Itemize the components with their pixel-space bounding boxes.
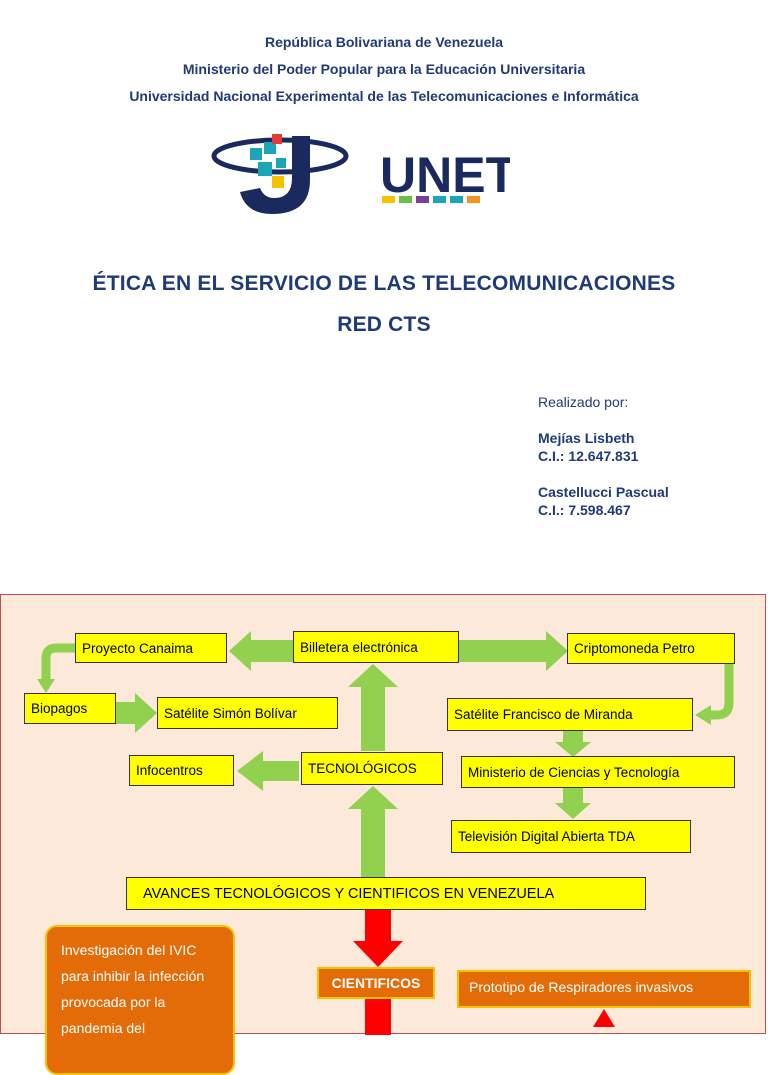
- arrow-to-miranda-head: [695, 705, 711, 725]
- uneti-logo: UNETI: [211, 134, 510, 214]
- logo-square: [258, 162, 272, 176]
- logo-letter-j: [240, 136, 310, 214]
- arrow-to-canaima: [229, 631, 293, 671]
- logo-stripe: [382, 196, 395, 203]
- concept-map-panel: Proyecto Canaima Billetera electrónica C…: [0, 594, 766, 1075]
- arrow-to-tecnologicos: [348, 786, 398, 878]
- page-subtitle: RED CTS: [337, 313, 431, 336]
- header-line-1: República Bolivariana de Venezuela: [264, 34, 504, 50]
- logo-stripe: [433, 196, 446, 203]
- arrow-to-tda: [555, 788, 591, 819]
- logo-square: [272, 176, 284, 188]
- arrow-to-biopagos-head: [37, 679, 55, 693]
- logo-stripe: [416, 196, 429, 203]
- logo-stripe: [467, 196, 480, 203]
- node-cientificos: CIENTIFICOS: [317, 967, 435, 999]
- node-infocentros: Infocentros: [129, 755, 234, 786]
- node-investigacion-ivic: Investigación del IVIC para inhibir la i…: [45, 925, 235, 1075]
- credits-label: Realizado por:: [538, 394, 629, 410]
- node-criptomoneda-petro: Criptomoneda Petro: [567, 633, 735, 664]
- header-line-2: Ministerio del Poder Popular para la Edu…: [182, 61, 586, 77]
- page-title: ÉTICA EN EL SERVICIO DE LAS TELECOMUNICA…: [92, 272, 676, 295]
- header-line-3: Universidad Nacional Experimental de las…: [129, 88, 639, 104]
- author-1-name: Mejías Lisbeth: [538, 430, 635, 446]
- author-2-ci: C.I.: 7.598.467: [538, 502, 631, 518]
- node-prototipo-respiradores: Prototipo de Respiradores invasivos: [457, 970, 751, 1008]
- arrow-to-petro: [459, 631, 568, 671]
- author-1-ci: C.I.: 12.647.831: [538, 448, 639, 464]
- node-proyecto-canaima: Proyecto Canaima: [75, 633, 227, 663]
- node-avances: AVANCES TECNOLÓGICOS Y CIENTIFICOS EN VE…: [126, 877, 646, 910]
- logo-stripe: [399, 196, 412, 203]
- node-satelite-francisco-de-miranda: Satélite Francisco de Miranda: [447, 698, 693, 731]
- node-satelite-simon-bolivar: Satélite Simón Bolívar: [157, 697, 338, 729]
- logo-square: [264, 142, 276, 154]
- node-television-digital-abierta: Televisión Digital Abierta TDA: [451, 820, 691, 853]
- arrow-to-billetera: [348, 664, 398, 751]
- logo-square: [276, 158, 286, 168]
- node-tecnologicos: TECNOLÓGICOS: [301, 752, 443, 785]
- author-2-name: Castellucci Pascual: [538, 484, 669, 500]
- arrow-to-ministerio: [555, 730, 591, 757]
- arrow-to-miranda: [709, 664, 734, 720]
- node-ministerio-ciencias-tecnologia: Ministerio de Ciencias y Tecnología: [461, 756, 735, 788]
- logo-stripe: [450, 196, 463, 203]
- arrow-to-simon-bolivar: [115, 693, 157, 733]
- logo-square: [250, 148, 262, 160]
- arrow-to-biopagos: [41, 643, 75, 681]
- arrow-from-cientificos: [365, 999, 391, 1035]
- concept-map-arrows: [37, 631, 734, 1035]
- logo-text: UNETI: [380, 147, 510, 203]
- logo-square: [272, 134, 282, 144]
- arrow-to-infocentros: [237, 751, 299, 791]
- arrow-to-respiradores: [593, 1009, 615, 1027]
- arrow-to-cientificos: [353, 909, 403, 967]
- node-biopagos: Biopagos: [24, 693, 116, 724]
- node-billetera-electronica: Billetera electrónica: [293, 631, 459, 663]
